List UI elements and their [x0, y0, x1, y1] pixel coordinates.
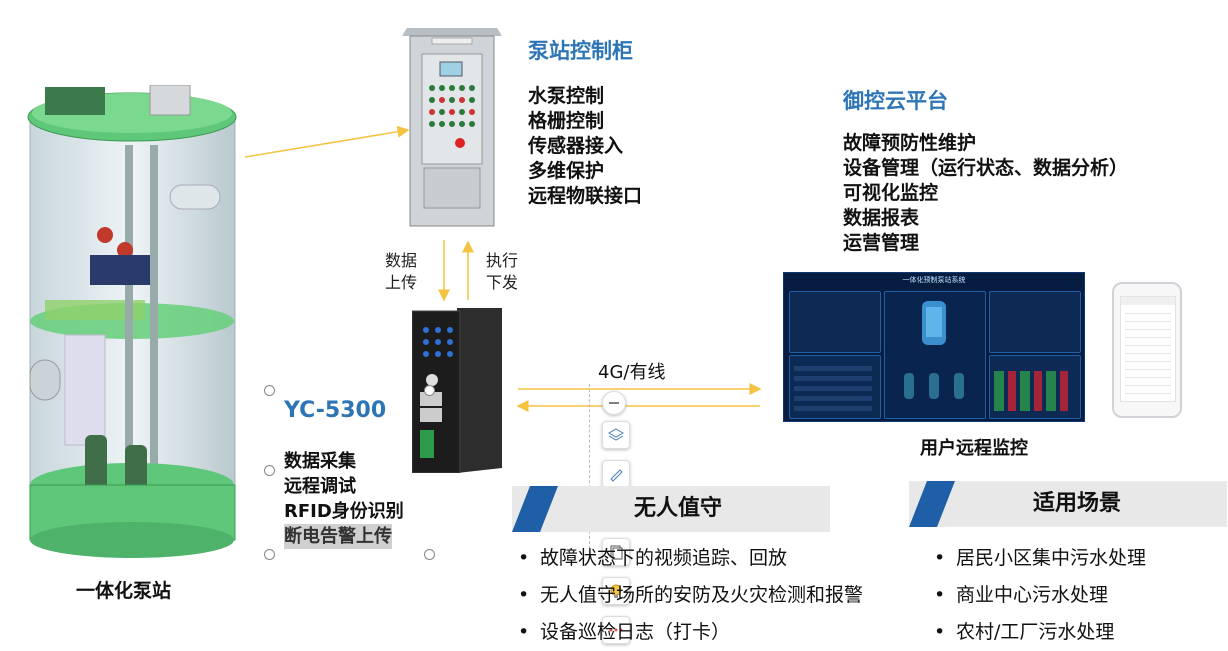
device-model: YC-5300 — [284, 398, 386, 423]
cloud-feature: 可视化监控 — [843, 181, 1128, 206]
device-feature: 数据采集 — [284, 449, 404, 474]
dashboard-panel — [789, 291, 881, 353]
phone-image — [1112, 282, 1182, 418]
cloud-feature-list: 故障预防性维护 设备管理（运行状态、数据分析） 可视化监控 数据报表 运营管理 — [843, 131, 1128, 256]
list-item: •商业中心污水处理 — [934, 577, 1146, 614]
cloud-title: 御控云平台 — [843, 85, 948, 115]
cabinet-feature: 传感器接入 — [528, 134, 642, 159]
dashboard-image: 一体化预制泵站系统 — [783, 272, 1085, 422]
cabinet-title: 泵站控制柜 — [528, 35, 633, 65]
pump-to-cabinet-arrow — [245, 130, 408, 157]
dashboard-caption: 用户远程监控 — [920, 434, 1028, 460]
selection-handle[interactable] — [264, 385, 275, 396]
cloud-feature: 设备管理（运行状态、数据分析） — [843, 156, 1128, 181]
scenarios-title: 适用场景 — [1033, 481, 1121, 527]
list-item: •故障状态下的视频追踪、回放 — [518, 540, 863, 577]
cabinet-feature: 多维保护 — [528, 159, 642, 184]
cloud-feature: 故障预防性维护 — [843, 131, 1128, 156]
device-feature: RFID身份识别 — [284, 499, 404, 524]
device-feature: 断电告警上传 — [284, 524, 392, 549]
dashboard-panel — [989, 291, 1081, 353]
network-label: 4G/有线 — [598, 358, 665, 384]
scenarios-list: •居民小区集中污水处理 •商业中心污水处理 •农村/工厂污水处理 — [934, 540, 1146, 651]
selection-handle[interactable] — [264, 549, 275, 560]
control-cabinet-image — [402, 28, 502, 228]
pen-icon[interactable] — [602, 460, 630, 488]
minus-icon[interactable] — [602, 391, 626, 415]
layers-icon[interactable] — [602, 421, 630, 449]
selection-handle[interactable] — [424, 385, 435, 396]
upload-label: 数据 上传 — [385, 250, 417, 294]
cloud-feature: 运营管理 — [843, 231, 1128, 256]
selection-handle[interactable] — [424, 549, 435, 560]
selection-handle[interactable] — [264, 465, 275, 476]
cabinet-feature: 格栅控制 — [528, 109, 642, 134]
list-item: •设备巡检日志（打卡） — [518, 614, 863, 651]
cabinet-feature: 水泵控制 — [528, 84, 642, 109]
list-item: •农村/工厂污水处理 — [934, 614, 1146, 651]
list-item: •无人值守场所的安防及火灾检测和报警 — [518, 577, 863, 614]
device-feature-list: 数据采集 远程调试 RFID身份识别 断电告警上传 — [284, 449, 404, 549]
list-item: •居民小区集中污水处理 — [934, 540, 1146, 577]
download-label: 执行 下发 — [486, 250, 518, 294]
unattended-list: •故障状态下的视频追踪、回放 •无人值守场所的安防及火灾检测和报警 •设备巡检日… — [518, 540, 863, 651]
device-feature: 远程调试 — [284, 474, 404, 499]
cloud-feature: 数据报表 — [843, 206, 1128, 231]
cabinet-feature-list: 水泵控制 格栅控制 传感器接入 多维保护 远程物联接口 — [528, 84, 642, 209]
cabinet-feature: 远程物联接口 — [528, 184, 642, 209]
unattended-banner: 无人值守 — [512, 486, 830, 532]
unattended-title: 无人值守 — [634, 486, 722, 532]
scenarios-banner: 适用场景 — [909, 481, 1227, 527]
dashboard-title: 一体化预制泵站系统 — [784, 275, 1084, 285]
